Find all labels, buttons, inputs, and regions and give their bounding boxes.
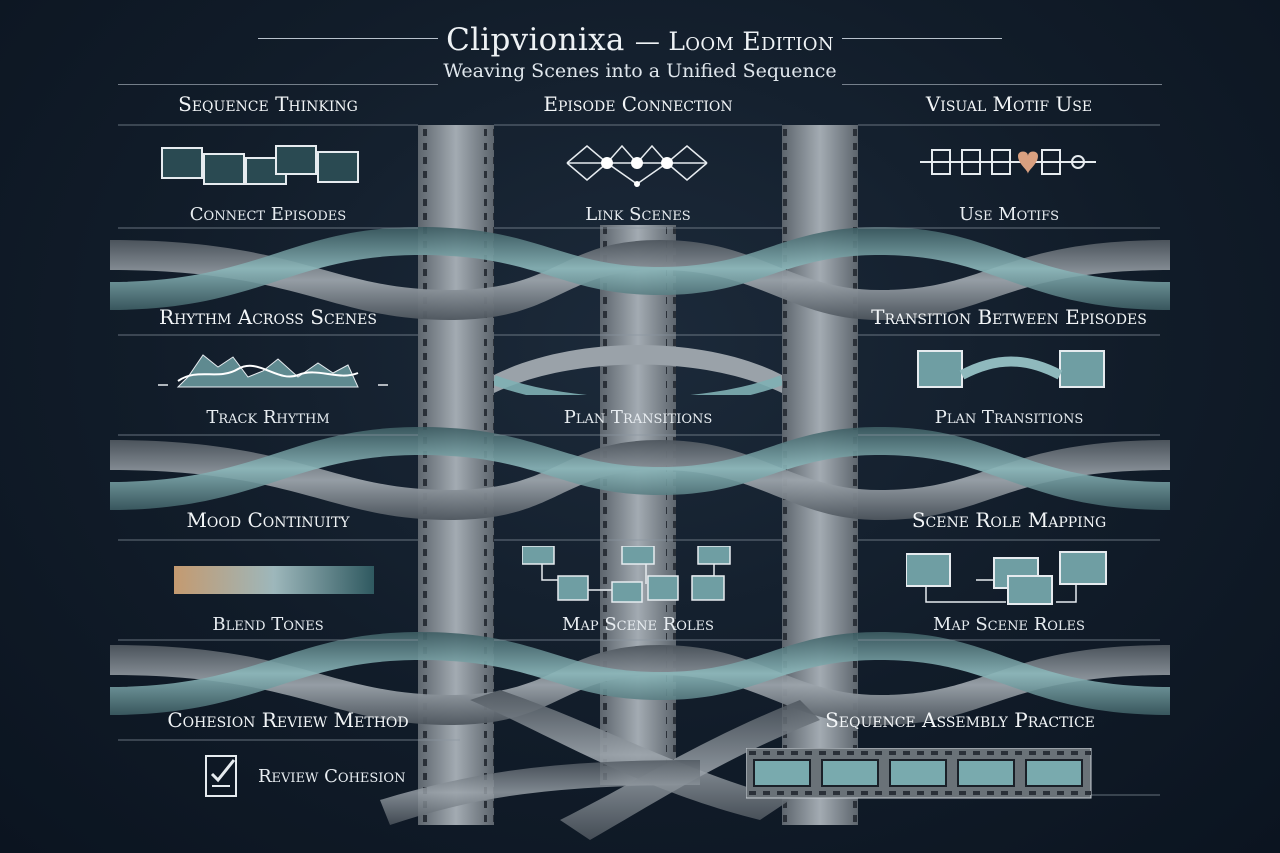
- title-main: Clipvionixa: [446, 22, 625, 58]
- panel-caption: Track Rhythm: [206, 407, 330, 428]
- title-edition: — Loom Edition: [634, 27, 834, 56]
- role-map-icon: [522, 546, 731, 603]
- panel-caption: Map Scene Roles: [933, 614, 1085, 635]
- page-title: Clipvionixa — Loom Edition: [0, 22, 1280, 58]
- panel-heading: Transition Between Episodes: [871, 305, 1147, 329]
- title-rule-right: [842, 38, 1002, 39]
- panel-caption: Review Cohesion: [258, 766, 406, 787]
- page-subtitle: Weaving Scenes into a Unified Sequence: [443, 60, 837, 82]
- film-arc-icon: [494, 345, 782, 395]
- subtitle-rule-left: [118, 84, 438, 85]
- film-strip-icon: [746, 748, 1092, 799]
- panel-center-roles[interactable]: Map Scene Roles: [494, 508, 782, 638]
- panel-heading: Sequence Assembly Practice: [825, 708, 1095, 732]
- panel-cohesion[interactable]: Cohesion Review Method Review Cohesion: [118, 708, 458, 808]
- panel-visual-motif[interactable]: Visual Motif Use Use Motifs: [858, 92, 1160, 232]
- panel-assembly[interactable]: Sequence Assembly Practice: [746, 708, 1160, 808]
- panel-caption: Map Scene Roles: [562, 614, 714, 635]
- node-network-icon: [566, 144, 708, 187]
- panel-caption: Blend Tones: [212, 614, 324, 635]
- panel-heading: Mood Continuity: [186, 508, 350, 532]
- film-frames-icon: [161, 145, 359, 185]
- panel-transition-episodes[interactable]: Transition Between Episodes Plan Transit…: [858, 305, 1160, 435]
- panel-heading: Episode Connection: [543, 92, 733, 116]
- panel-caption: Plan Transitions: [563, 407, 713, 428]
- panel-heading: Scene Role Mapping: [911, 508, 1107, 532]
- panel-mood[interactable]: Mood Continuity Blend Tones: [118, 508, 418, 638]
- panel-scene-role[interactable]: Scene Role Mapping Map Scene Roles: [858, 508, 1160, 638]
- subtitle-rule-right: [842, 84, 1162, 85]
- panel-caption: Link Scenes: [585, 204, 691, 225]
- panel-heading: Sequence Thinking: [178, 92, 358, 116]
- panel-heading: Rhythm Across Scenes: [159, 305, 377, 329]
- screen-map-icon: [906, 551, 1107, 605]
- motif-strip-icon: [920, 149, 1096, 175]
- woven-band-2: [110, 427, 1170, 520]
- panel-caption: Plan Transitions: [934, 407, 1084, 428]
- panel-episode-connection[interactable]: Episode Connection Link Scenes: [494, 92, 782, 232]
- tone-gradient-icon: [174, 566, 374, 594]
- panel-sequence-thinking[interactable]: Sequence Thinking Connect Episodes: [118, 92, 418, 232]
- panel-caption: Connect Episodes: [189, 204, 347, 225]
- checklist-icon: [205, 755, 237, 797]
- panel-heading: Visual Motif Use: [925, 92, 1093, 116]
- woven-band-3: [110, 632, 1170, 725]
- panel-center-transitions[interactable]: Plan Transitions: [494, 305, 782, 435]
- panel-rhythm[interactable]: Rhythm Across Scenes Track Rhythm: [118, 305, 418, 435]
- woven-band-1: [110, 227, 1170, 320]
- transition-link-icon: [917, 350, 1105, 388]
- panel-caption: Use Motifs: [958, 204, 1060, 225]
- crossing-film-ribbons: [380, 690, 820, 840]
- panel-heading: Cohesion Review Method: [167, 708, 409, 732]
- rhythm-wave-icon: [158, 354, 388, 388]
- title-rule-left: [258, 38, 438, 39]
